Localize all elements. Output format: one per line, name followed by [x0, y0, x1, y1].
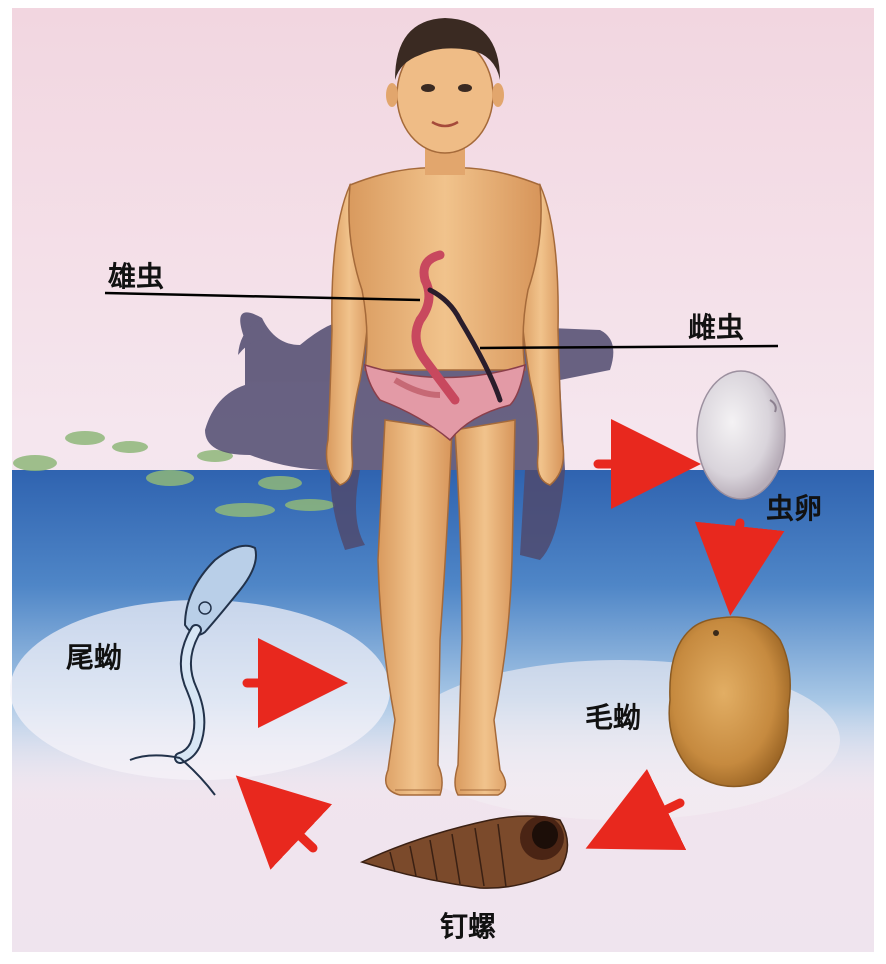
label-female-worm: 雌虫 [688, 306, 744, 346]
egg-icon [697, 371, 785, 499]
label-cercaria: 尾蚴 [66, 636, 122, 676]
label-egg: 虫卵 [766, 487, 822, 527]
miracidium-icon [669, 617, 790, 787]
label-snail: 钉螺 [440, 905, 496, 945]
label-male-worm: 雄虫 [108, 255, 164, 295]
label-miracidium: 毛蚴 [585, 696, 641, 736]
arrow-egg-to-miracidium [734, 523, 740, 580]
